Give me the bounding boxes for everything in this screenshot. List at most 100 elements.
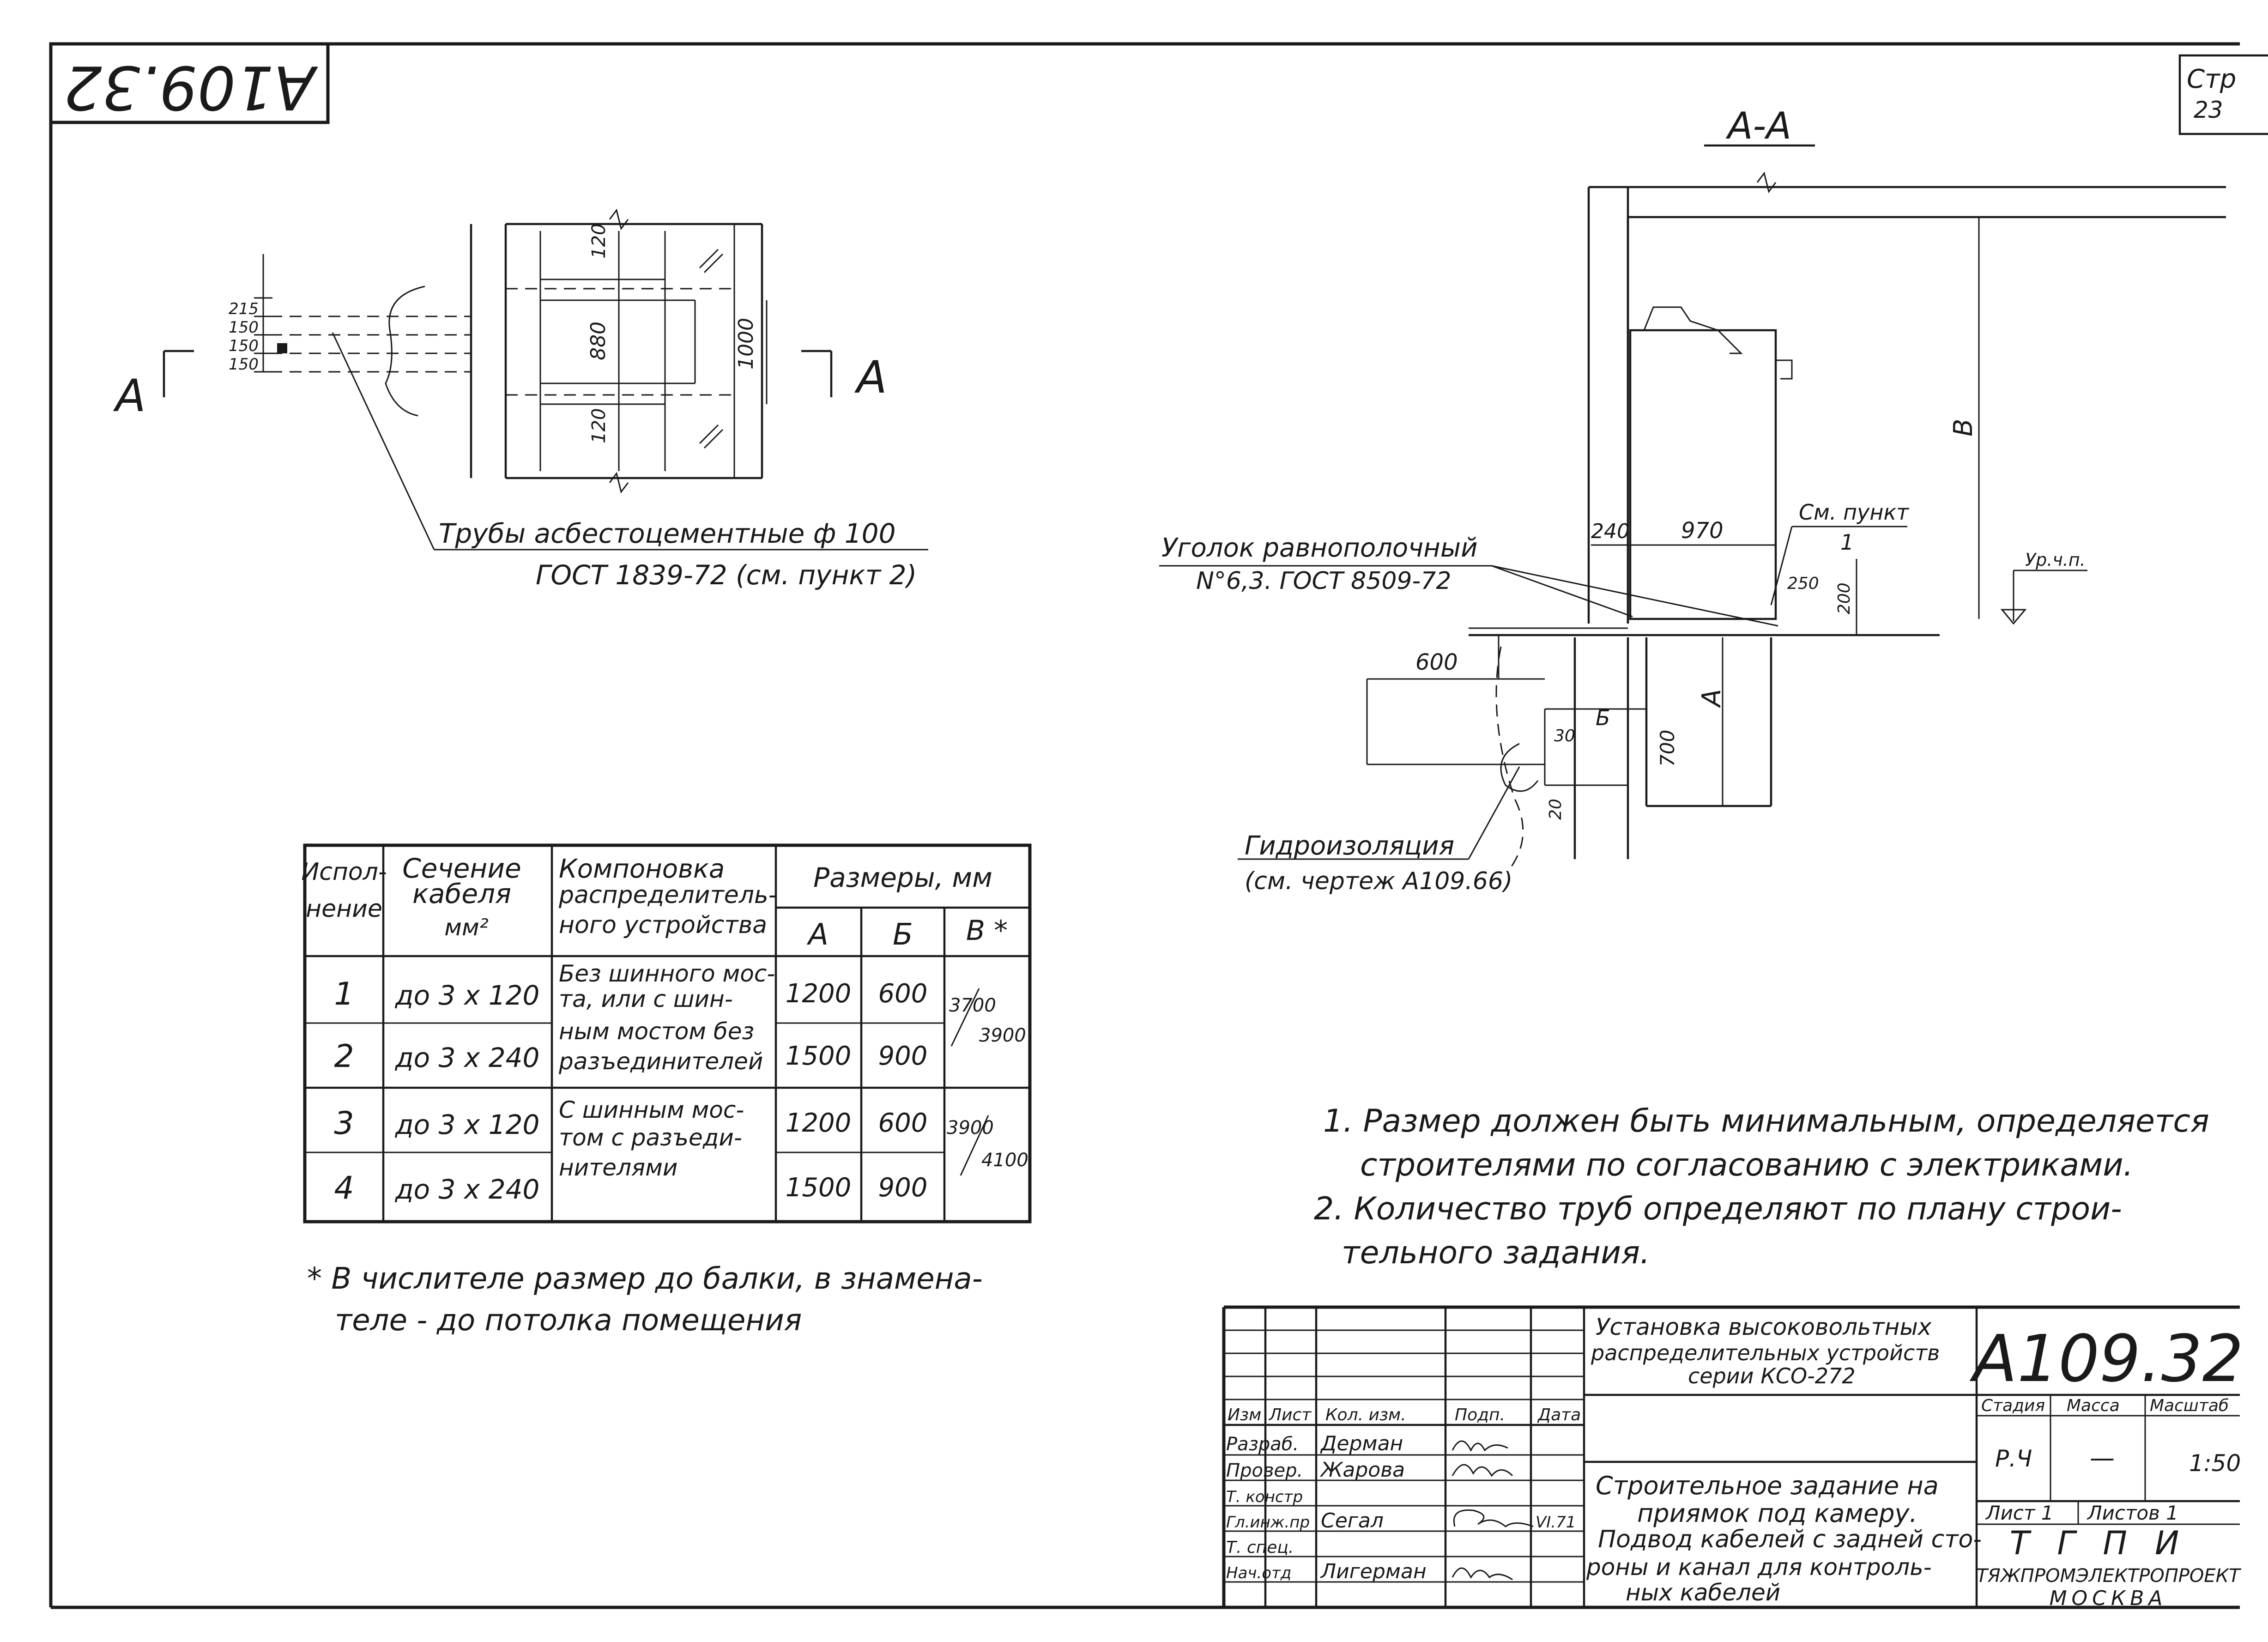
section-dim-20: 20 <box>1546 799 1565 820</box>
signature-zharova <box>1452 1464 1513 1477</box>
tb-h-izm: Изм <box>1228 1406 1261 1424</box>
tb-name-zharova: Жарова <box>1319 1458 1405 1482</box>
komp-g1-l2: та, или с шин- <box>559 986 733 1012</box>
tb-h-massa: Масса <box>2067 1396 2120 1415</box>
tb-role-tkonstr: Т. констр <box>1226 1488 1303 1506</box>
see-point-label: См. пункт <box>1799 500 1909 525</box>
row2-B: 900 <box>878 1041 928 1071</box>
section-dim-A: А <box>1697 689 1727 708</box>
title-block: Изм Лист Кол. изм. Подп. Дата Разраб. Пр… <box>1222 1305 2244 1610</box>
section-dim-600: 600 <box>1415 649 1458 675</box>
footnote-line2: теле - до потолка помещения <box>335 1303 802 1338</box>
tb-date-segal: VI.71 <box>1536 1513 1576 1532</box>
th-В: В * <box>966 915 1008 947</box>
section-dim-250: 250 <box>1787 574 1819 593</box>
th-ispolnenie-1: Испол- <box>301 858 387 886</box>
signature-derman <box>1452 1440 1508 1452</box>
tb-role-prover: Провер. <box>1226 1460 1303 1481</box>
th-A: А <box>806 918 829 952</box>
th-komp-3: ного устройства <box>559 911 767 939</box>
v-g1-num: 3700 <box>949 995 996 1016</box>
tb-h-data: Дата <box>1537 1406 1581 1424</box>
plan-dim-880: 880 <box>587 321 610 360</box>
row4-n: 4 <box>334 1170 354 1206</box>
tb-h-podp: Подп. <box>1455 1406 1505 1424</box>
plan-dim-1000: 1000 <box>734 318 758 370</box>
row1-sec: до 3 х 120 <box>395 980 540 1011</box>
tb-project-title-1: Установка высоковольтных <box>1596 1314 1932 1340</box>
plan-dim-215: 215 <box>229 300 259 318</box>
tb-role-glinzh: Гл.инж.пр <box>1226 1513 1310 1532</box>
angle-note-line2: N°6,3. ГОСТ 8509-72 <box>1196 567 1451 595</box>
tb-sheet-title-1: Строительное задание на <box>1596 1471 1939 1500</box>
row1-n: 1 <box>334 976 354 1012</box>
th-razmery: Размеры, мм <box>813 862 992 893</box>
komp-g2-l1: С шинным мос- <box>559 1097 744 1123</box>
v-g1-den: 3900 <box>979 1025 1026 1046</box>
hydro-note-line2: (см. чертеж А109.66) <box>1245 867 1512 895</box>
tb-massa: — <box>2090 1443 2115 1472</box>
footnote-line1: * В числителе размер до балки, в знамена… <box>307 1262 983 1296</box>
komp-g2-l2: том с разъеди- <box>559 1124 742 1151</box>
tb-drawing-code: А109.32 <box>1969 1321 2244 1397</box>
note-1-line1: 1. Размер должен быть минимальным, опред… <box>1323 1103 2209 1139</box>
komp-g1-l1: Без шинного мос- <box>559 960 775 987</box>
tb-h-koldoc: Кол. изм. <box>1325 1406 1406 1424</box>
row1-A: 1200 <box>786 979 852 1009</box>
row4-A: 1500 <box>786 1173 852 1203</box>
table-footnote: * В числителе размер до балки, в знамена… <box>307 1262 983 1338</box>
plan-dim-120-top: 120 <box>588 224 610 259</box>
row1-B: 600 <box>878 979 928 1009</box>
komp-g1-l4: разъединителей <box>558 1048 763 1075</box>
tb-sheet-title-5: ных кабелей <box>1626 1579 1780 1606</box>
section-dim-200: 200 <box>1835 582 1854 614</box>
note-2-line1: 2. Количество труб определяют по плану с… <box>1314 1191 2122 1227</box>
section-title: А-А <box>1725 104 1791 147</box>
section-mark-right: А <box>854 351 887 403</box>
hydro-note-line1: Гидроизоляция <box>1245 831 1454 861</box>
section-dim-Б: Б <box>1596 705 1610 730</box>
plan-view: 215 150 150 150 120 880 120 1000 А А Тру… <box>113 208 928 591</box>
dimensions-table: Испол- нение Сечение кабеля мм² Компонов… <box>301 843 1032 1224</box>
th-sechenie-2: кабеля <box>412 878 511 909</box>
tb-listov: Листов 1 <box>2087 1502 2178 1524</box>
th-sechenie-1: Сечение <box>402 853 521 884</box>
plan-dim-150-a: 150 <box>229 318 259 337</box>
see-point-number: 1 <box>1840 530 1854 555</box>
v-g2-num: 3900 <box>947 1117 994 1139</box>
corner-stamp: A109.32 <box>49 42 330 124</box>
row3-B: 600 <box>878 1108 928 1138</box>
angle-note-line1: Уголок равнополочный <box>1161 533 1477 563</box>
tb-masshtab: 1:50 <box>2189 1450 2241 1477</box>
row2-sec: до 3 х 240 <box>395 1042 540 1073</box>
tb-h-stadiya: Стадия <box>1981 1396 2045 1415</box>
signature-segal <box>1453 1509 1534 1527</box>
tb-org-name: ТЯЖПРОМЭЛЕКТРОПРОЕКТ <box>1976 1565 2242 1587</box>
tb-role-nachotd: Нач.отд <box>1226 1564 1291 1582</box>
section-dim-970: 970 <box>1681 518 1724 544</box>
tb-name-derman: Дерман <box>1320 1432 1403 1455</box>
row3-A: 1200 <box>786 1108 852 1138</box>
page-number-corner: Стр 23 <box>2178 54 2268 135</box>
th-komp-2: распределитель- <box>558 881 777 909</box>
general-notes: 1. Размер должен быть минимальным, опред… <box>1314 1103 2209 1271</box>
th-Б: Б <box>893 918 913 952</box>
row2-A: 1500 <box>786 1041 852 1071</box>
level-mark: Ур.ч.п. <box>2025 550 2086 570</box>
row4-sec: до 3 х 240 <box>395 1174 540 1205</box>
komp-g2-l3: нителями <box>559 1154 677 1181</box>
section-dim-240: 240 <box>1591 520 1630 543</box>
page-label: Стр <box>2187 64 2236 94</box>
signature-ligerman <box>1452 1567 1513 1581</box>
section-view: А-А 240 970 См. пункт 1 250 200 В Ур.ч <box>1159 104 2226 895</box>
note-2-line2: тельного задания. <box>1342 1235 1650 1271</box>
note-1-line2: строителями по согласованию с электрикам… <box>1360 1147 2133 1183</box>
section-mark-left: А <box>113 370 146 422</box>
tb-name-ligerman: Лигерман <box>1320 1560 1427 1583</box>
tb-sheet-title-4: роны и канал для контроль- <box>1586 1554 1932 1581</box>
plan-dim-150-c: 150 <box>229 355 259 374</box>
tb-name-segal: Сегал <box>1321 1509 1384 1533</box>
section-dim-700: 700 <box>1656 730 1679 767</box>
section-dim-30: 30 <box>1554 727 1575 745</box>
